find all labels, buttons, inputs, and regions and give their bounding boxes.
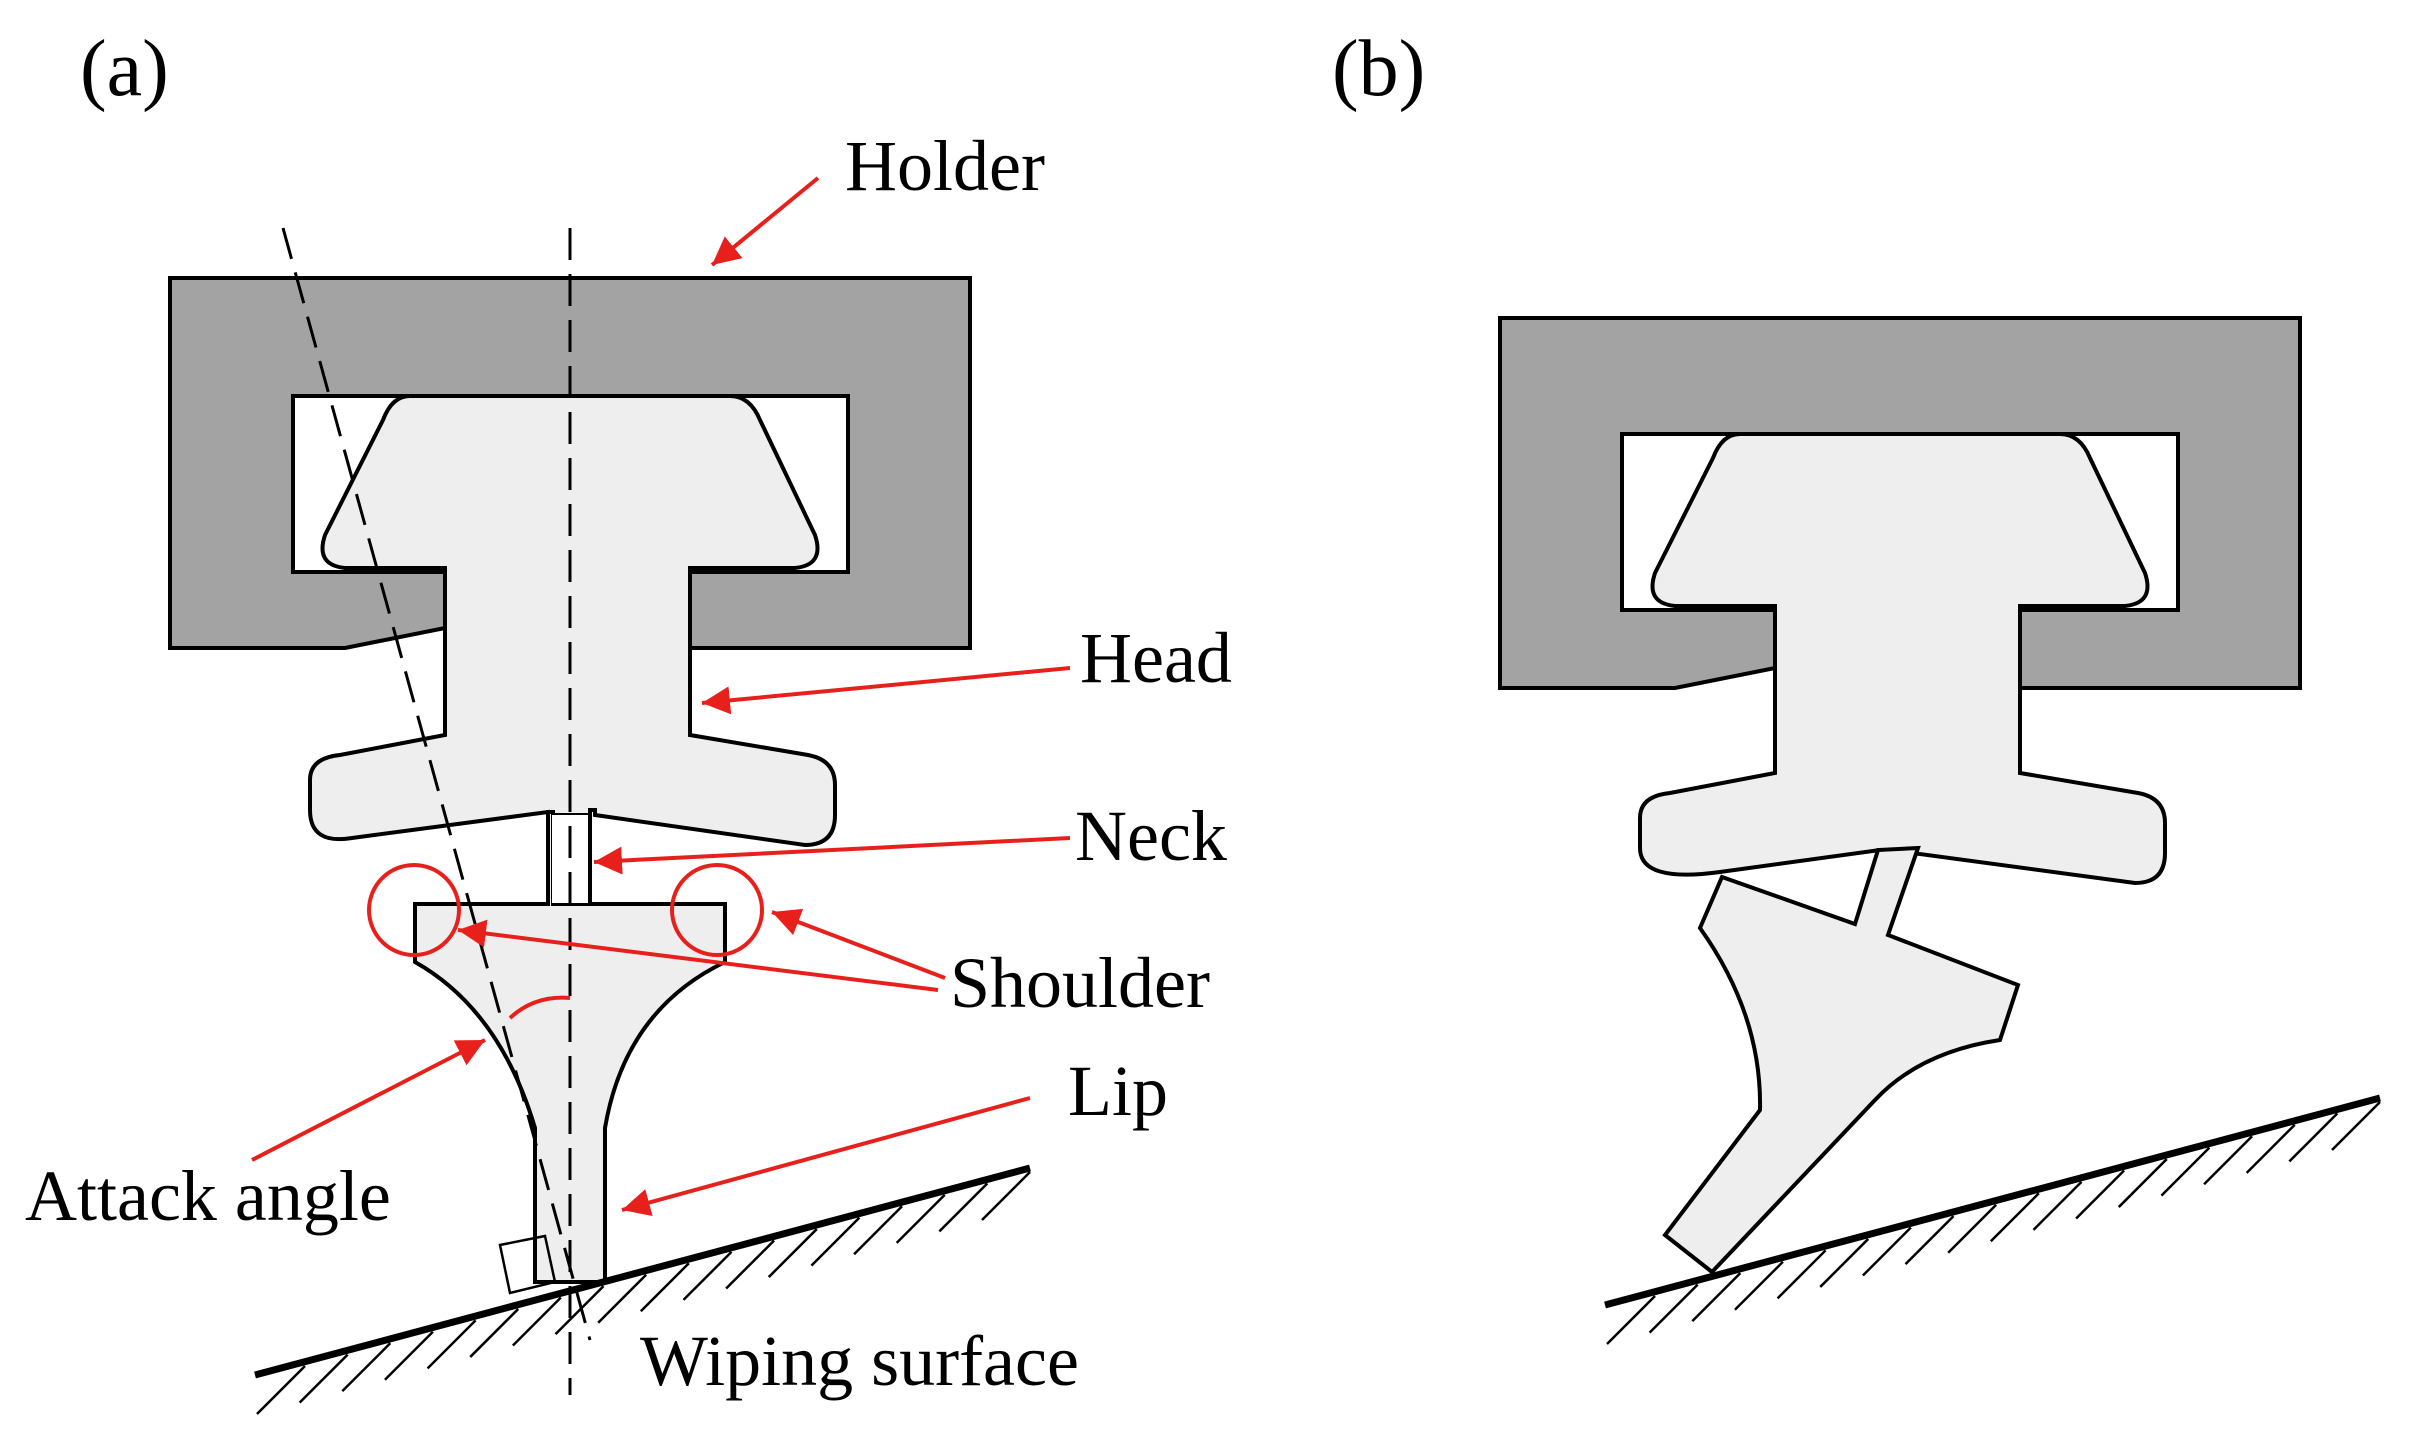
ground-hatch-b bbox=[1606, 1101, 2381, 1345]
hatch-mark bbox=[2117, 1158, 2168, 1208]
lip-label: Lip bbox=[1068, 1051, 1168, 1131]
wiping-surface-line-a bbox=[254, 1164, 1031, 1379]
shoulder-circle-left bbox=[367, 863, 461, 957]
wiping-surface-label: Wiping surface bbox=[640, 1321, 1079, 1401]
hatch-mark bbox=[597, 1273, 648, 1324]
lip-a bbox=[413, 810, 727, 1284]
shoulder-label: Shoulder bbox=[950, 943, 1210, 1023]
hatch-mark bbox=[725, 1239, 776, 1290]
shoulder-circle-right bbox=[670, 863, 764, 957]
hatch-mark bbox=[1734, 1260, 1784, 1311]
panel-b: (b) bbox=[1332, 25, 2381, 1345]
hatch-mark bbox=[1819, 1238, 1870, 1288]
neck-label: Neck bbox=[1075, 796, 1227, 876]
neck-arrow bbox=[593, 836, 1071, 875]
hatch-mark bbox=[384, 1330, 434, 1381]
hatch-mark bbox=[469, 1308, 520, 1358]
hatch-mark bbox=[639, 1262, 690, 1313]
panel-a: (a) Holder Head N bbox=[25, 25, 1232, 1415]
shoulder-arrow-right bbox=[771, 908, 946, 980]
hatch-mark bbox=[981, 1171, 1031, 1221]
hatch-mark bbox=[1776, 1249, 1827, 1300]
hatch-mark bbox=[1989, 1192, 2040, 1243]
hatch-mark bbox=[298, 1353, 349, 1404]
lip-arrow bbox=[621, 1096, 1031, 1217]
head-arrow bbox=[701, 666, 1071, 715]
hatch-mark bbox=[2203, 1135, 2253, 1186]
hatch-mark bbox=[2075, 1169, 2126, 1220]
hatch-mark bbox=[2331, 1101, 2381, 1151]
hatch-mark bbox=[938, 1182, 989, 1233]
attack-angle-arrow bbox=[251, 1038, 486, 1162]
hatch-mark bbox=[895, 1193, 946, 1244]
hatch-mark bbox=[341, 1342, 392, 1393]
holder-arrow bbox=[710, 176, 820, 267]
hatch-mark bbox=[2245, 1123, 2296, 1174]
panel-a-label: (a) bbox=[80, 25, 169, 113]
hatch-mark bbox=[554, 1285, 605, 1336]
shoulder-arrow-left bbox=[457, 919, 939, 992]
hatch-mark bbox=[2032, 1180, 2083, 1231]
holder-label: Holder bbox=[845, 126, 1045, 206]
head-label: Head bbox=[1080, 618, 1232, 698]
hatch-mark bbox=[426, 1319, 477, 1370]
hatch-mark bbox=[1904, 1215, 1955, 1266]
wiping-surface-line-b bbox=[1604, 1094, 2381, 1309]
hatch-mark bbox=[1606, 1295, 1656, 1345]
hatch-mark bbox=[1947, 1203, 1998, 1254]
hatch-mark bbox=[2288, 1112, 2339, 1163]
hatch-mark bbox=[2160, 1146, 2211, 1197]
hatch-mark bbox=[256, 1365, 306, 1415]
wiper-head-b bbox=[1638, 432, 2167, 886]
tilted-dashed-line bbox=[281, 227, 592, 1341]
hatch-mark bbox=[810, 1216, 861, 1267]
hatch-mark bbox=[682, 1250, 733, 1301]
hatch-mark bbox=[1861, 1226, 1912, 1277]
attack-angle-arc bbox=[508, 995, 571, 1020]
hatch-mark bbox=[1691, 1272, 1742, 1323]
hatch-mark bbox=[853, 1205, 903, 1256]
ground-hatch-a bbox=[256, 1171, 1031, 1415]
attack-angle-label: Attack angle bbox=[25, 1156, 391, 1236]
contact-square-a bbox=[498, 1234, 557, 1295]
hatch-mark bbox=[1648, 1283, 1699, 1334]
panel-b-label: (b) bbox=[1332, 25, 1425, 113]
hatch-mark bbox=[767, 1228, 818, 1278]
hatch-mark bbox=[511, 1296, 562, 1347]
lip-b bbox=[1662, 845, 2021, 1275]
